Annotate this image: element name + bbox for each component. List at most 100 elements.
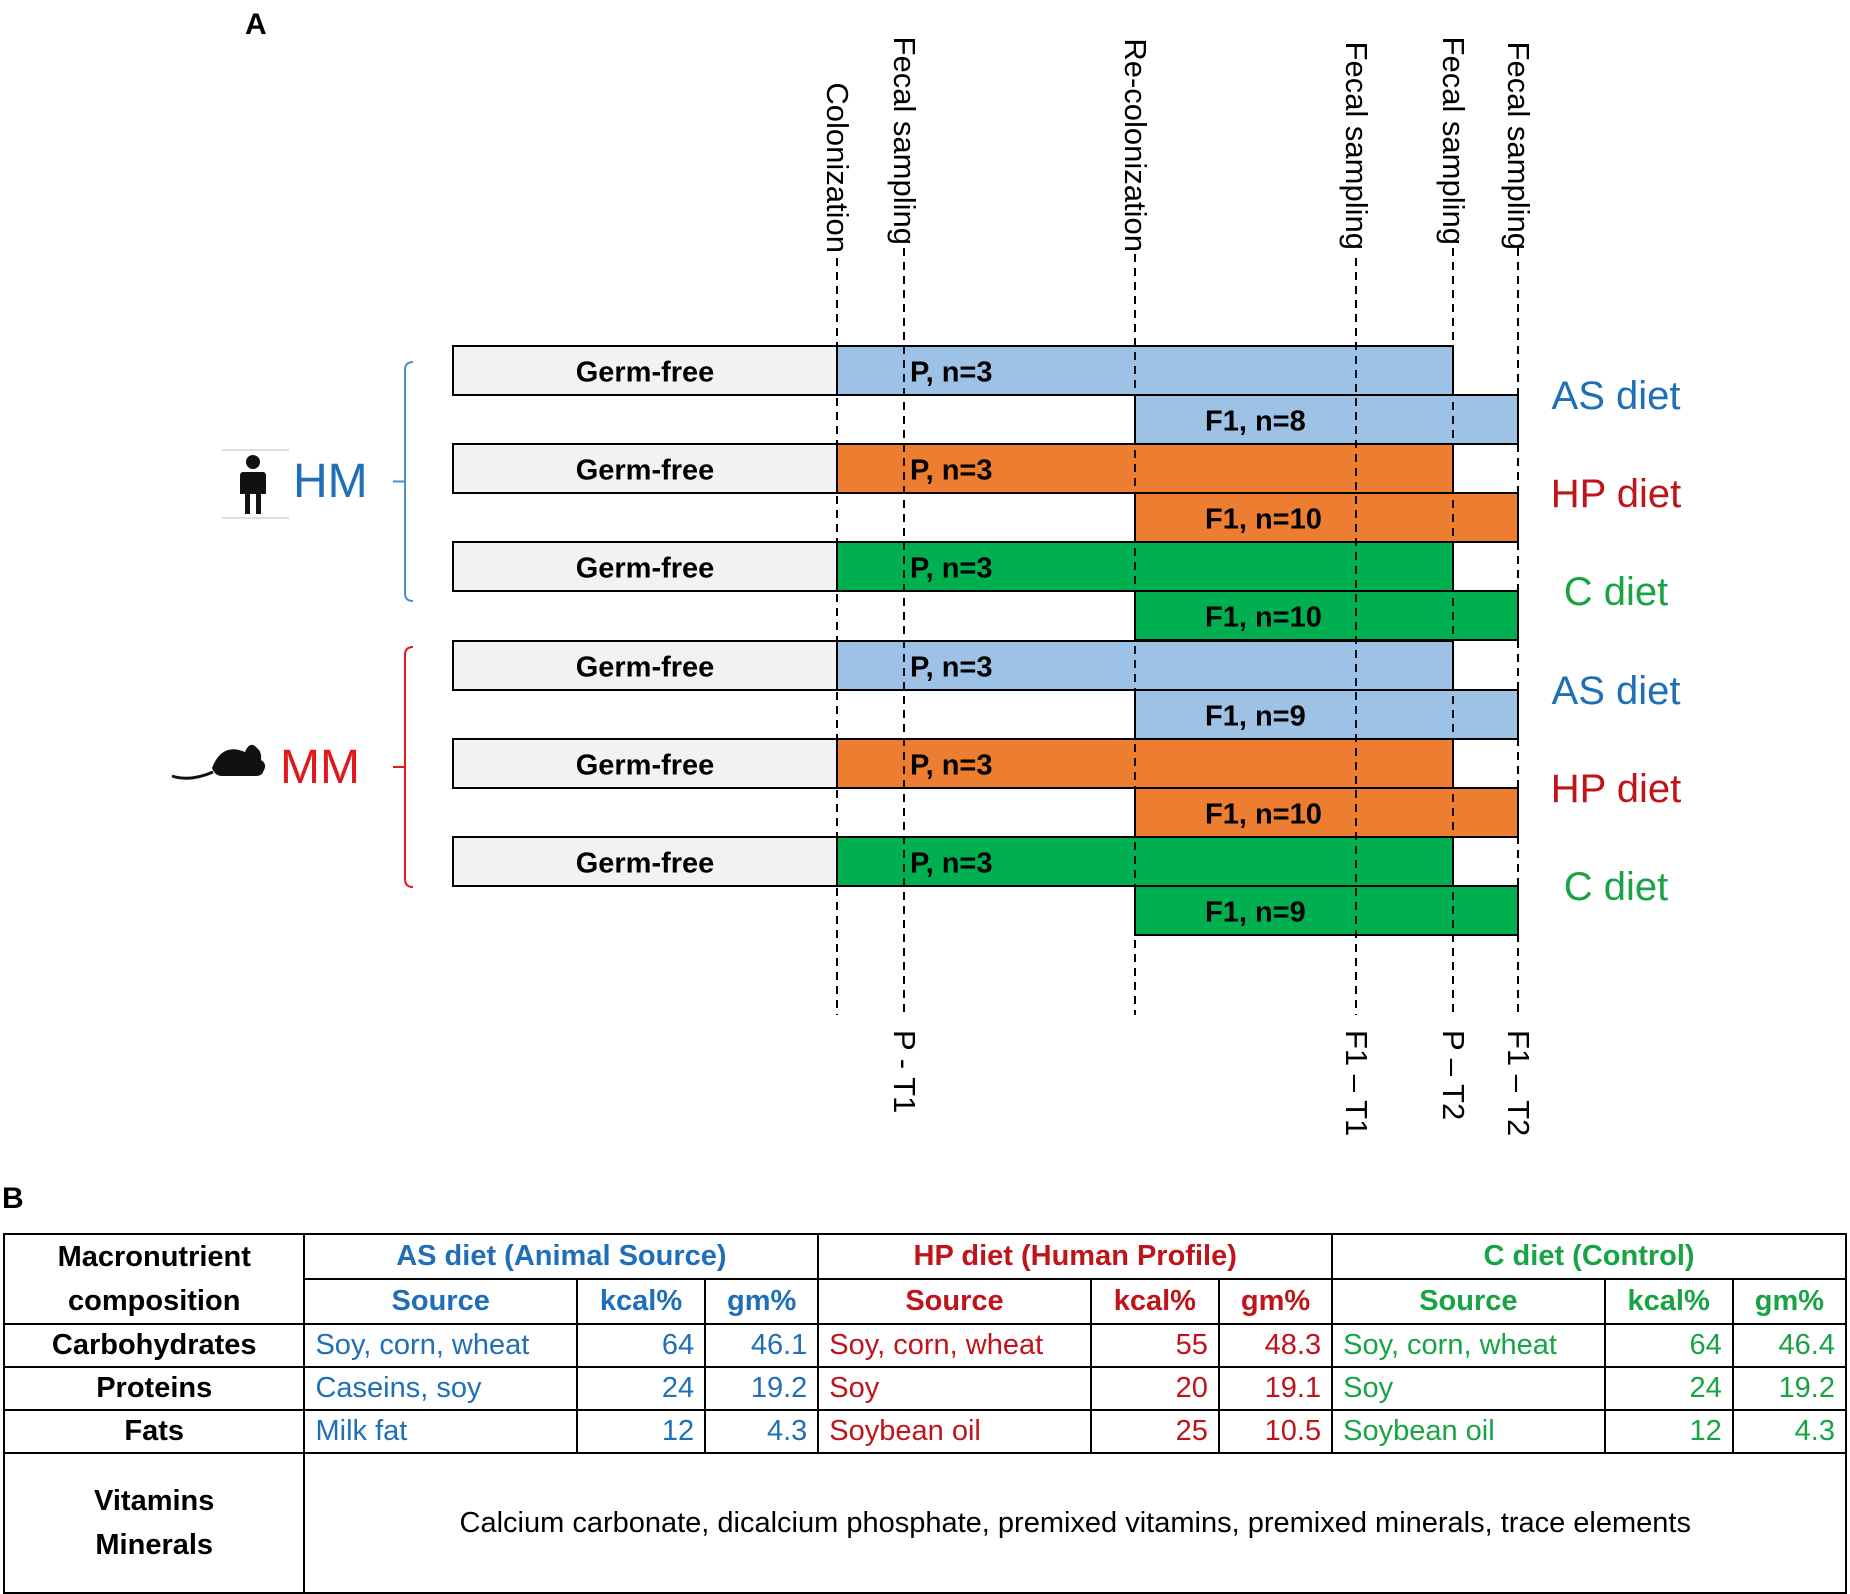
timeline-f1_t2-bottom-label: F1 – T2: [1501, 1030, 1536, 1136]
germ-free-bar: [452, 541, 838, 592]
experimental-timeline-diagram: Colonization Fecal sampling Re-colonizatio…: [171, 37, 1681, 1136]
as-source-header: Source: [303, 1278, 578, 1325]
as-gm-header: gm%: [704, 1278, 820, 1325]
vitamins-minerals-cell: Calcium carbonate, dicalcium phosphate, …: [303, 1452, 1847, 1594]
row-label: Carbohydrates: [2, 1323, 306, 1368]
f1-generation-label: F1, n=10: [1205, 504, 1322, 536]
table-cell: 12: [575, 1409, 707, 1454]
germ-free-bar: [452, 836, 838, 887]
diet-label: HP diet: [1551, 472, 1681, 516]
table-cell: Soy, corn, wheat: [303, 1323, 578, 1368]
parent-generation-label: P, n=3: [910, 455, 993, 487]
germ-free-label: Germ-free: [576, 750, 715, 782]
c-kcal-header: kcal%: [1603, 1278, 1734, 1325]
diet-label: AS diet: [1552, 374, 1681, 418]
f1-generation-bar: [1134, 590, 1519, 641]
table-row-vitamins: Vitamins Minerals Calcium carbonate, dic…: [2, 1452, 1847, 1594]
parent-generation-bar: [836, 640, 1454, 691]
hm-bracket: [393, 361, 414, 602]
f1-generation-bar: [1134, 394, 1519, 445]
germ-free-label: Germ-free: [576, 357, 715, 389]
panel-b-label: B: [2, 1182, 24, 1215]
diet-label: C diet: [1564, 865, 1669, 909]
human-icon-body: [240, 472, 266, 514]
parent-generation-label: P, n=3: [910, 848, 993, 880]
human-icon: [246, 455, 260, 469]
germ-free-label: Germ-free: [576, 553, 715, 585]
corner-header-line1: Macronutrient: [57, 1241, 251, 1273]
parent-generation-label: P, n=3: [910, 553, 993, 585]
as-diet-header: AS diet (Animal Source): [303, 1233, 820, 1280]
table-cell: Soy, corn, wheat: [1331, 1323, 1606, 1368]
table-cell: 19.2: [704, 1366, 820, 1411]
timeline-recolonization-label: Re-colonization: [1118, 38, 1153, 252]
parent-generation-bar: [836, 738, 1454, 789]
table-cell: 48.3: [1217, 1323, 1334, 1368]
f1-generation-label: F1, n=9: [1205, 897, 1306, 929]
germ-free-bar: [452, 443, 838, 494]
timeline-p_t2-label: Fecal sampling: [1436, 37, 1471, 245]
vitamins-label: Vitamins: [94, 1485, 215, 1517]
parent-generation-label: P, n=3: [910, 750, 993, 782]
table-cell: Milk fat: [303, 1409, 578, 1454]
row-label: Proteins: [2, 1366, 306, 1411]
diet-label: HP diet: [1551, 767, 1681, 811]
timeline-f1_t1-label: Fecal sampling: [1339, 42, 1374, 250]
parent-generation-label: P, n=3: [910, 357, 993, 389]
mm-bracket: [393, 646, 414, 888]
table-cell: 19.2: [1731, 1366, 1848, 1411]
f1-generation-bar: [1134, 492, 1519, 543]
mouse-icon: [212, 744, 266, 776]
panel-a-label: A: [245, 8, 267, 41]
parent-generation-bar: [836, 541, 1454, 592]
timeline-p_t1-label: Fecal sampling: [887, 37, 922, 245]
diet-label: C diet: [1564, 570, 1669, 614]
row-label: Fats: [2, 1409, 306, 1454]
table-cell: Soy: [817, 1366, 1092, 1411]
table-row-proteins: Proteins Caseins, soy 24 19.2 Soy 20 19.…: [2, 1366, 1848, 1411]
mm-group-label: MM: [280, 741, 360, 794]
f1-generation-label: F1, n=10: [1205, 602, 1322, 634]
c-gm-header: gm%: [1731, 1278, 1848, 1325]
table-cell: 64: [1603, 1323, 1734, 1368]
table-cell: 10.5: [1217, 1409, 1334, 1454]
table-cell: 24: [1603, 1366, 1734, 1411]
germ-free-bar: [452, 640, 838, 691]
table-cell: 4.3: [704, 1409, 820, 1454]
germ-free-label: Germ-free: [576, 848, 715, 880]
parent-generation-label: P, n=3: [910, 652, 993, 684]
table-subheader-row: Source kcal% gm% Source kcal% gm% Source…: [4, 1278, 1848, 1325]
table-cell: 19.1: [1217, 1366, 1334, 1411]
macronutrient-table: Macronutrient composition AS diet (Anima…: [2, 1233, 1848, 1594]
parent-generation-bar: [836, 345, 1454, 396]
germ-free-label: Germ-free: [576, 455, 715, 487]
hp-kcal-header: kcal%: [1089, 1278, 1220, 1325]
hp-gm-header: gm%: [1217, 1278, 1334, 1325]
as-kcal-header: kcal%: [575, 1278, 707, 1325]
table-cell: 46.4: [1731, 1323, 1848, 1368]
f1-generation-bar: [1134, 689, 1519, 740]
minerals-label: Minerals: [95, 1529, 214, 1561]
table-cell: 12: [1603, 1409, 1734, 1454]
table-header-row: Macronutrient composition AS diet (Anima…: [2, 1233, 1847, 1325]
timeline-f1_t1-bottom-label: F1 – T1: [1339, 1030, 1374, 1136]
timeline-colonization-label: Colonization: [820, 82, 855, 253]
f1-generation-label: F1, n=9: [1205, 701, 1306, 733]
c-diet-header: C diet (Control): [1331, 1233, 1847, 1280]
table-cell: Soybean oil: [1331, 1409, 1606, 1454]
row-label: Vitamins Minerals: [2, 1452, 306, 1594]
germ-free-label: Germ-free: [576, 652, 715, 684]
table-row-carbohydrates: Carbohydrates Soy, corn, wheat 64 46.1 S…: [2, 1323, 1848, 1368]
table-cell: 20: [1089, 1366, 1220, 1411]
table-cell: Caseins, soy: [303, 1366, 578, 1411]
f1-generation-label: F1, n=10: [1205, 799, 1322, 831]
table-cell: 55: [1089, 1323, 1220, 1368]
table-cell: 64: [575, 1323, 707, 1368]
corner-header-line2: composition: [68, 1285, 241, 1317]
hm-group-label: HM: [293, 455, 368, 508]
timeline-p_t2-bottom-label: P – T2: [1436, 1030, 1471, 1120]
hp-source-header: Source: [817, 1278, 1092, 1325]
timeline-p_t1-bottom-label: P - T1: [887, 1030, 922, 1113]
diet-label: AS diet: [1552, 669, 1681, 713]
c-source-header: Source: [1331, 1278, 1606, 1325]
